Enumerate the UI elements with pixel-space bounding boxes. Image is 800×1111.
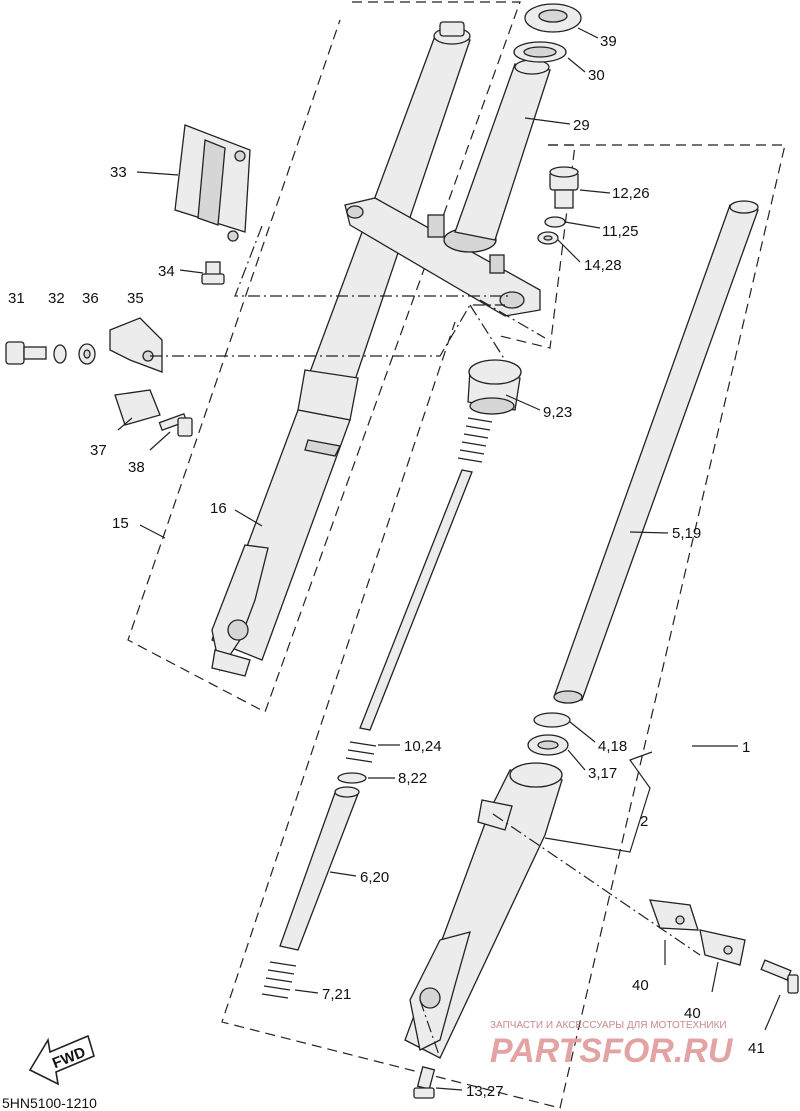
callout-5-19: 5,19 <box>672 525 701 542</box>
callout-9-23: 9,23 <box>543 404 572 421</box>
callout-2: 2 <box>640 813 648 830</box>
dust-seal <box>513 41 567 63</box>
callout-36: 36 <box>82 290 99 307</box>
leader-lines <box>117 27 781 1091</box>
callout-11-25: 11,25 <box>602 223 638 240</box>
bolt-34 <box>201 261 225 285</box>
clamp-35 <box>109 317 163 373</box>
callout-3-17: 3,17 <box>588 765 617 782</box>
bolt-41 <box>760 959 799 994</box>
bolt-31 <box>5 341 47 365</box>
fwd-label: FWD <box>50 1044 88 1073</box>
callout-13-27: 13,27 <box>466 1083 504 1100</box>
callout-33: 33 <box>110 164 127 181</box>
holder-40-a <box>649 899 699 931</box>
drain-bolt <box>413 1065 436 1099</box>
callout-10-24: 10,24 <box>404 738 442 755</box>
callout-1: 1 <box>742 739 750 756</box>
retaining-clip <box>533 712 571 728</box>
washer-32 <box>53 344 67 364</box>
steering-bearing <box>524 3 582 33</box>
callout-31: 31 <box>8 290 25 307</box>
oil-seal <box>527 734 569 756</box>
spring-10 <box>345 741 377 763</box>
watermark-tagline: ЗАПЧАСТИ И АКСЕССУАРЫ ДЛЯ МОТОТЕХНИКИ <box>490 1020 727 1031</box>
callout-8-22: 8,22 <box>398 770 427 787</box>
watermark-brand: PARTSFOR.RU <box>490 1032 734 1070</box>
diagram-code: 5HN5100-1210 <box>2 1095 97 1111</box>
callout-35: 35 <box>127 290 144 307</box>
upper-bracket <box>344 197 541 317</box>
callout-15: 15 <box>112 515 129 532</box>
callout-37: 37 <box>90 442 107 459</box>
callout-12-26: 12,26 <box>612 185 650 202</box>
callout-40-a: 40 <box>632 977 649 994</box>
callout-32: 32 <box>48 290 65 307</box>
spring-7 <box>261 961 297 999</box>
washer-36 <box>78 343 96 365</box>
callout-30: 30 <box>588 67 605 84</box>
inner-tube <box>553 200 759 704</box>
callout-34: 34 <box>158 263 175 280</box>
o-ring <box>544 216 566 228</box>
callout-39: 39 <box>600 33 617 50</box>
callout-7-21: 7,21 <box>322 986 351 1003</box>
mounting-lines <box>150 225 701 1059</box>
callout-29: 29 <box>573 117 590 134</box>
callout-41: 41 <box>748 1040 765 1057</box>
callout-16: 16 <box>210 500 227 517</box>
cap-bolt <box>549 166 579 209</box>
steering-stem <box>454 59 551 241</box>
washer-14 <box>537 231 559 245</box>
callout-38: 38 <box>128 459 145 476</box>
callout-14-28: 14,28 <box>584 257 622 274</box>
fwd-arrow-icon: FWD <box>28 1034 95 1086</box>
holder-40-b <box>699 929 746 966</box>
holder-37 <box>114 389 161 426</box>
damper-inner-rod <box>279 786 360 951</box>
oil-lock-piece <box>467 359 522 415</box>
bracket-cover <box>174 124 251 242</box>
piston-ring-8 <box>337 772 367 784</box>
callout-40-b: 40 <box>684 1005 701 1022</box>
left-fork-tube <box>211 21 471 677</box>
callout-4-18: 4,18 <box>598 738 627 755</box>
assembly-boundaries <box>127 1 786 1109</box>
bolt-38 <box>158 412 193 437</box>
damper-rod <box>359 469 473 731</box>
outer-tube <box>404 762 563 1059</box>
watermark: ЗАПЧАСТИ И АКСЕССУАРЫ ДЛЯ МОТОТЕХНИКИ PA… <box>490 1020 734 1070</box>
callout-6-20: 6,20 <box>360 869 389 886</box>
callout-labels: 39 30 29 33 12,26 11,25 14,28 34 31 32 3… <box>8 33 765 1100</box>
rebound-spring-top <box>457 417 493 463</box>
